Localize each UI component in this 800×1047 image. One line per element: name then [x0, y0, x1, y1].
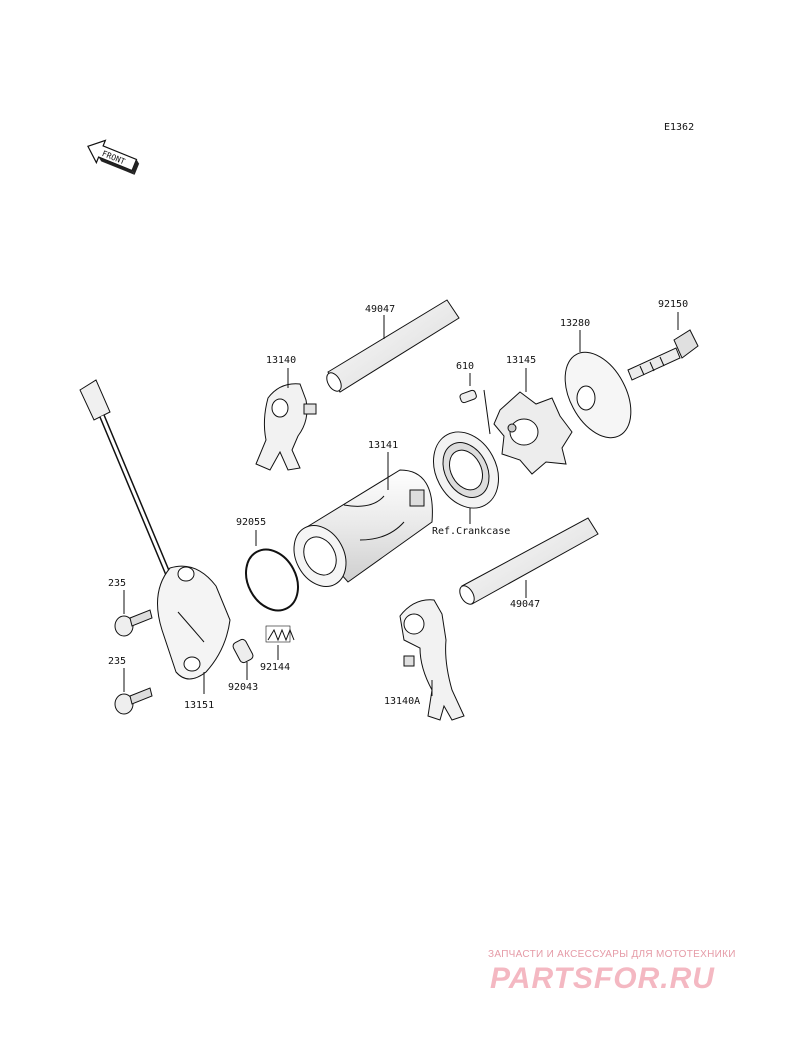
- label-13151: 13151: [184, 700, 214, 711]
- shift-drum-13141: [293, 469, 433, 587]
- label-49047-top: 49047: [365, 304, 395, 315]
- label-235-bottom: 235: [108, 656, 126, 667]
- o-ring-92055: [245, 548, 299, 612]
- shift-fork-13140A: [399, 599, 465, 721]
- shift-drum-star-13145: [493, 391, 573, 475]
- label-13145: 13145: [506, 355, 536, 366]
- screw-235-top: [114, 609, 153, 637]
- label-235-top: 235: [108, 578, 126, 589]
- label-ref-crankcase: Ref.Crankcase: [432, 526, 510, 537]
- shift-rod-bottom: [459, 517, 599, 605]
- pin-92043: [232, 638, 254, 664]
- label-92055: 92055: [236, 517, 266, 528]
- label-92150: 92150: [658, 299, 688, 310]
- label-49047-bottom: 49047: [510, 599, 540, 610]
- bearing: [433, 431, 499, 509]
- bolt-92150: [627, 329, 699, 381]
- label-92043: 92043: [228, 682, 258, 693]
- shift-rod-top: [326, 299, 460, 393]
- label-610: 610: [456, 361, 474, 372]
- shift-fork-13140: [255, 383, 317, 471]
- screw-235-bottom: [114, 687, 153, 715]
- label-13140A: 13140A: [384, 696, 420, 707]
- label-13280: 13280: [560, 318, 590, 329]
- label-13141: 13141: [368, 440, 398, 451]
- diagram-code: E1362: [664, 122, 694, 133]
- watermark-brand: PARTSFOR.RU: [490, 962, 715, 995]
- label-13140: 13140: [266, 355, 296, 366]
- watermark-tagline: ЗАПЧАСТИ И АКСЕССУАРЫ ДЛЯ МОТОТЕХНИКИ: [488, 949, 736, 960]
- spring-92144: [265, 625, 295, 643]
- gear-position-sensor-13151: [79, 379, 231, 680]
- pin-610: [459, 389, 477, 404]
- label-92144: 92144: [260, 662, 290, 673]
- plate-13280: [564, 351, 632, 439]
- front-arrow-icon: FRONT: [87, 139, 140, 175]
